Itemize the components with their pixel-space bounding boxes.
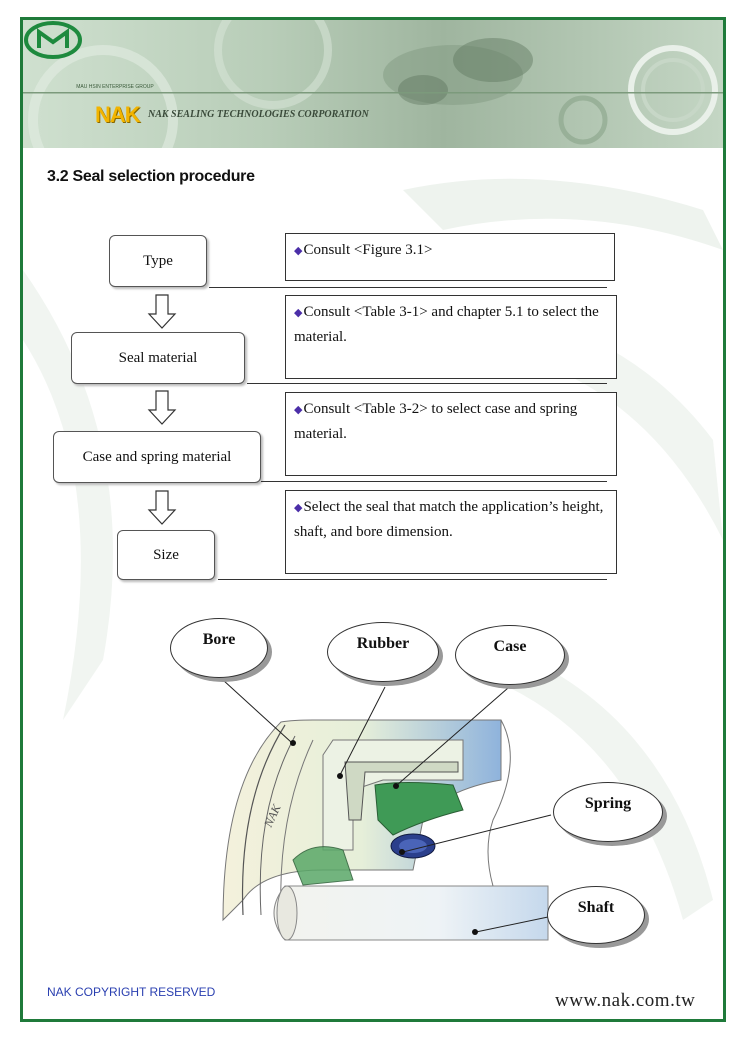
company-logo-icon: [24, 21, 82, 59]
description-type: ◆Consult <Figure 3.1>: [285, 233, 615, 281]
step-seal-material: Seal material: [71, 332, 245, 384]
description-size: ◆Select the seal that match the applicat…: [285, 490, 617, 574]
step-seal-material-label: Seal material: [118, 349, 198, 366]
description-size-text: Select the seal that match the applicati…: [294, 499, 604, 540]
connector-line: [209, 287, 607, 288]
diamond-bullet-icon: ◆: [294, 307, 303, 319]
step-type-label: Type: [143, 252, 173, 269]
callout-rubber-label: Rubber: [356, 635, 410, 652]
seal-cross-section-illustration: NAK: [222, 679, 552, 941]
description-type-text: Consult <Figure 3.1>: [303, 242, 433, 258]
callout-case: Case: [455, 625, 565, 685]
down-arrow-icon: [147, 390, 177, 425]
callout-spring-label: Spring: [584, 795, 632, 812]
callout-spring: Spring: [553, 782, 663, 842]
description-case-spring-text: Consult <Table 3-2> to select case and s…: [294, 401, 578, 442]
description-case-spring: ◆Consult <Table 3-2> to select case and …: [285, 392, 617, 476]
callout-shaft: Shaft: [547, 886, 645, 944]
callout-rubber: Rubber: [327, 622, 439, 682]
down-arrow-icon: [147, 490, 177, 525]
step-size: Size: [117, 530, 215, 580]
nak-logo: NAK: [95, 102, 141, 127]
diamond-bullet-icon: ◆: [294, 404, 303, 416]
copyright-notice: NAK COPYRIGHT RESERVED: [47, 985, 216, 999]
corporation-name: NAK SEALING TECHNOLOGIES CORPORATION: [148, 109, 369, 120]
step-type: Type: [109, 235, 207, 287]
banner-artwork: [23, 20, 723, 148]
description-seal-material: ◆Consult <Table 3-1> and chapter 5.1 to …: [285, 295, 617, 379]
logo-subtitle: MAU HSIN ENTERPRISE GROUP: [76, 84, 154, 90]
description-seal-material-text: Consult <Table 3-1> and chapter 5.1 to s…: [294, 304, 599, 345]
header-banner: MAU HSIN ENTERPRISE GROUP NAK NAK SEALIN…: [23, 20, 723, 148]
connector-line: [261, 481, 607, 482]
connector-line: [218, 579, 607, 580]
diamond-bullet-icon: ◆: [294, 245, 303, 257]
callout-bore-label: Bore: [202, 631, 236, 648]
step-size-label: Size: [153, 546, 179, 563]
diamond-bullet-icon: ◆: [294, 502, 303, 514]
step-case-spring-label: Case and spring material: [82, 448, 232, 465]
step-case-spring-material: Case and spring material: [53, 431, 261, 483]
website-url: www.nak.com.tw: [555, 990, 696, 1011]
page-frame: MAU HSIN ENTERPRISE GROUP NAK NAK SEALIN…: [20, 17, 726, 1022]
connector-line: [247, 383, 607, 384]
callout-shaft-label: Shaft: [577, 899, 615, 916]
down-arrow-icon: [147, 294, 177, 329]
callout-bore: Bore: [170, 618, 268, 678]
section-title: 3.2 Seal selection procedure: [47, 168, 255, 185]
callout-case-label: Case: [493, 638, 527, 655]
